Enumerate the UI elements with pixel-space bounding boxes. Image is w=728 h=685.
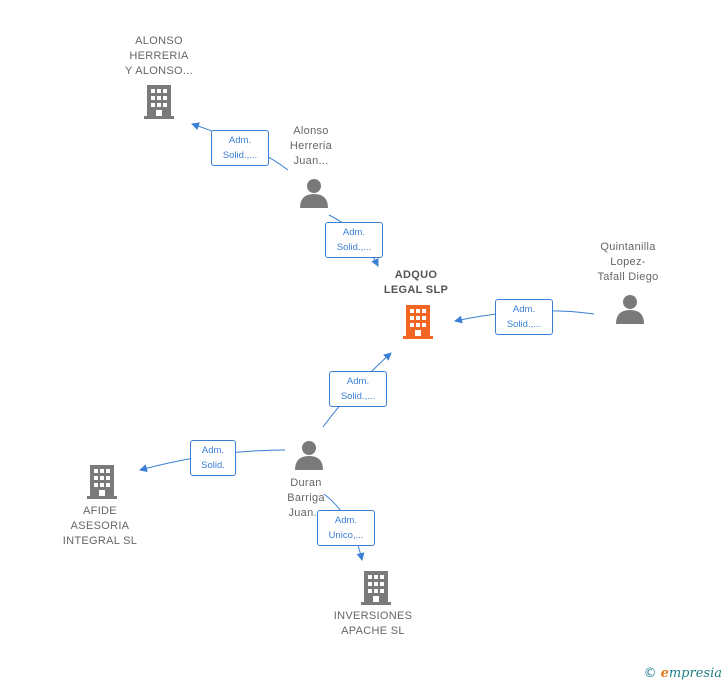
- edge-label-duran-to-apache[interactable]: Adm. Unico,...: [317, 510, 375, 546]
- edge-label-alonso-to-company[interactable]: Adm. Solid.,...: [211, 130, 269, 166]
- building-icon-focus[interactable]: [403, 305, 433, 339]
- person-icon[interactable]: [616, 295, 644, 324]
- person-icon[interactable]: [300, 179, 328, 208]
- empresia-watermark: ©empresia: [644, 666, 722, 681]
- node-label-duran-barriga[interactable]: Duran Barriga Juan...: [287, 477, 325, 519]
- building-icon[interactable]: [87, 465, 117, 499]
- node-label-afide[interactable]: AFIDE ASESORIA INTEGRAL SL: [62, 505, 138, 547]
- edge-label-alonso-to-adquo[interactable]: Adm. Solid.,...: [325, 222, 383, 258]
- node-label-adquo-legal[interactable]: ADQUO LEGAL SLP: [383, 269, 449, 296]
- node-label-quintanilla[interactable]: Quintanilla Lopez- Tafall Diego: [597, 241, 659, 283]
- edge-label-duran-to-adquo[interactable]: Adm. Solid.,...: [329, 371, 387, 407]
- building-icon[interactable]: [144, 85, 174, 119]
- edge-label-quintanilla-to-adquo[interactable]: Adm. Solid.,...: [495, 299, 553, 335]
- node-label-alonso-herreria-company[interactable]: ALONSO HERRERIA Y ALONSO...: [125, 35, 193, 77]
- person-icon[interactable]: [295, 441, 323, 470]
- edge-label-duran-to-afide[interactable]: Adm. Solid.: [190, 440, 236, 476]
- copyright-icon: ©: [643, 666, 657, 681]
- brand-name: mpresia: [668, 666, 722, 681]
- node-label-alonso-herreria-person[interactable]: Alonso Herreria Juan...: [289, 125, 333, 167]
- brand-initial: e: [660, 666, 669, 681]
- building-icon[interactable]: [361, 571, 391, 605]
- node-label-inversiones-apache[interactable]: INVERSIONES APACHE SL: [333, 610, 413, 637]
